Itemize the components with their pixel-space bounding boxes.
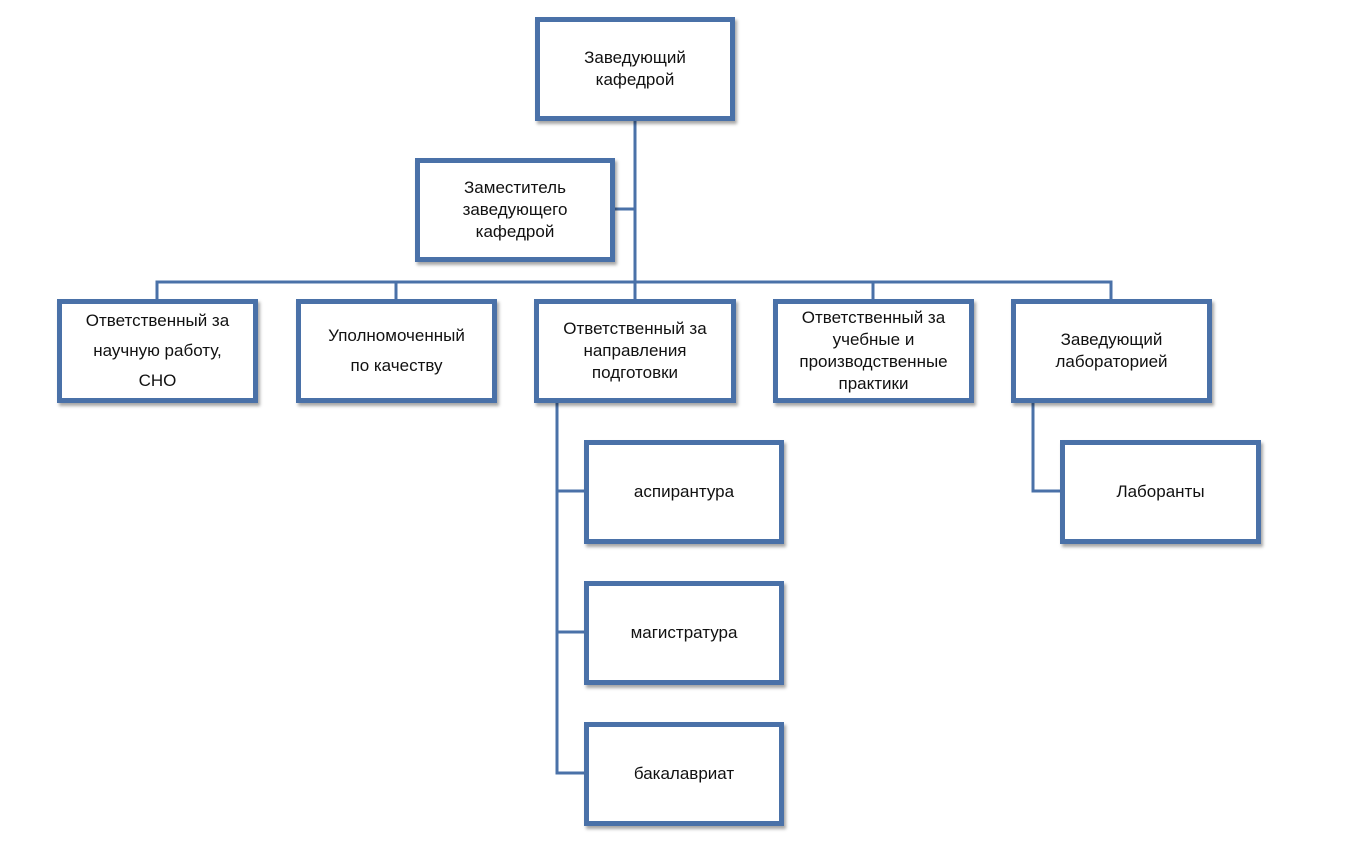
- node-lab-staff-label: Лаборанты: [1116, 482, 1205, 501]
- node-head: Заведующий кафедрой: [535, 17, 735, 121]
- node-directions: Ответственный за направления подготовки: [534, 299, 736, 403]
- node-lab-staff: Лаборанты: [1060, 440, 1261, 544]
- node-quality: Уполномоченный по качеству: [296, 299, 497, 403]
- node-quality-label: Уполномоченный по качеству: [328, 326, 465, 375]
- node-deputy-label: Заместитель заведующего кафедрой: [462, 178, 568, 241]
- node-master: магистратура: [584, 581, 784, 685]
- node-deputy: Заместитель заведующего кафедрой: [415, 158, 615, 262]
- node-directions-label: Ответственный за направления подготовки: [563, 319, 707, 382]
- node-phd-label: аспирантура: [633, 482, 735, 501]
- node-science-label: Ответственный за научную работу, СНО: [85, 311, 230, 390]
- node-practice: Ответственный за учебные и производствен…: [773, 299, 974, 403]
- node-phd: аспирантура: [584, 440, 784, 544]
- node-practice-label: Ответственный за учебные и производствен…: [799, 308, 948, 393]
- node-lab-head: Заведующий лабораторией: [1011, 299, 1212, 403]
- node-head-label: Заведующий кафедрой: [584, 48, 686, 89]
- node-bachelor-label: бакалавриат: [633, 764, 735, 783]
- node-science: Ответственный за научную работу, СНО: [57, 299, 258, 403]
- node-bachelor: бакалавриат: [584, 722, 784, 826]
- node-lab-head-label: Заведующий лабораторией: [1055, 330, 1168, 371]
- node-master-label: магистратура: [630, 623, 738, 642]
